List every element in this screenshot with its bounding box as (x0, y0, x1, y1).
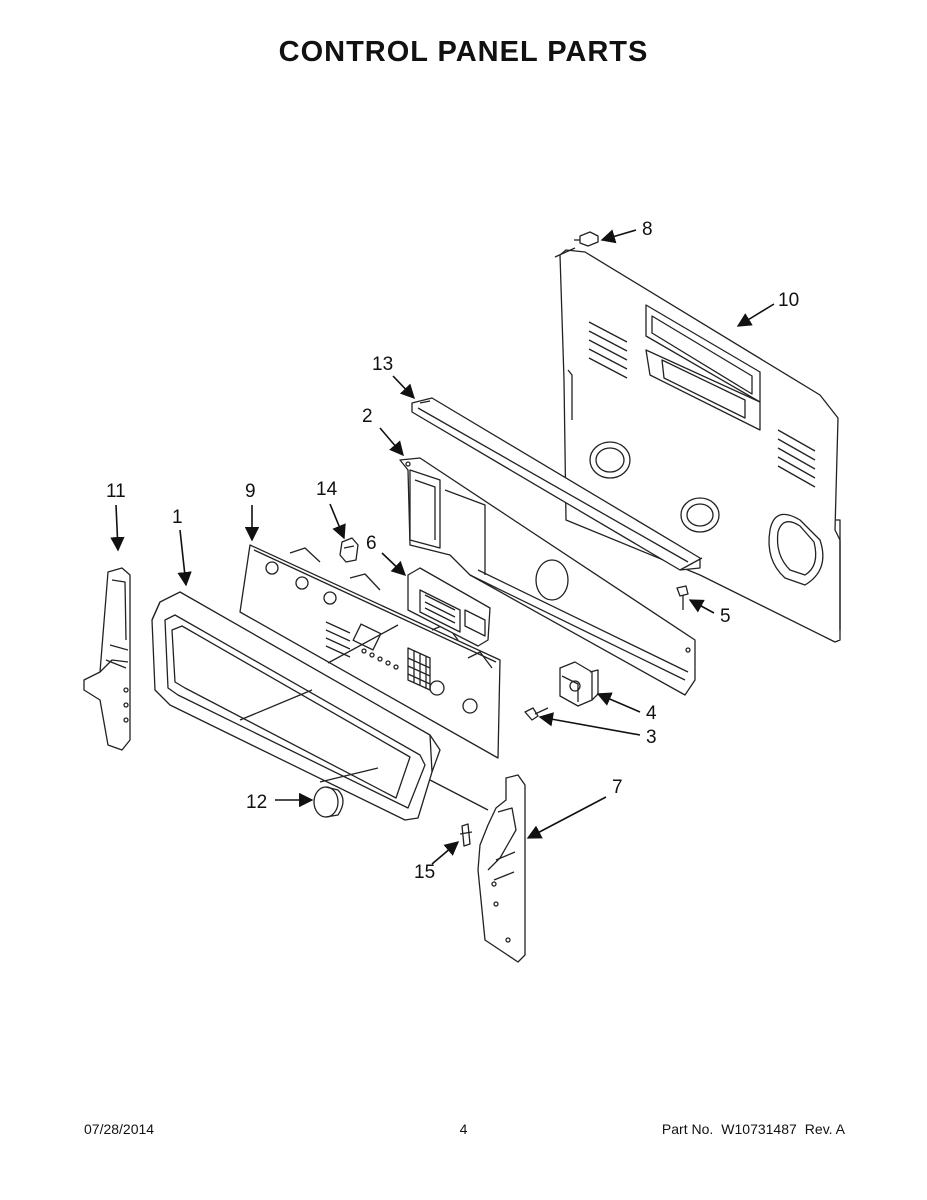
console-frame (151, 591, 441, 821)
callout-5: 5 (720, 606, 731, 627)
relay-switch (559, 661, 599, 707)
electronic-control-board (407, 567, 491, 647)
left-side-bracket (83, 567, 131, 751)
callout-6: 6 (366, 533, 377, 554)
callout-11: 11 (106, 481, 126, 502)
screw-part-3 (524, 707, 549, 721)
control-panel-faceplate (239, 544, 501, 759)
callout-2: 2 (362, 406, 373, 427)
callout-4: 4 (646, 703, 657, 724)
page-title: CONTROL PANEL PARTS (278, 36, 649, 68)
part-number-value: W10731487 (721, 1121, 797, 1137)
callout-8: 8 (642, 219, 653, 240)
footer-part-number: Part No. W10731487 Rev. A (662, 1121, 845, 1137)
control-panel-backing (399, 457, 696, 696)
control-knob (313, 786, 344, 818)
part-number-label: Part No. (661, 1121, 714, 1137)
rear-cover-panel (554, 247, 841, 643)
footer-date: 07/28/2014 (84, 1121, 155, 1137)
callout-14: 14 (316, 479, 338, 500)
callout-15: 15 (414, 862, 435, 883)
callout-arrows (110, 229, 775, 865)
screw-part-5 (676, 585, 689, 610)
callout-1: 1 (172, 507, 183, 528)
footer-page-number: 4 (459, 1121, 468, 1137)
screw-part-8 (574, 231, 599, 247)
right-side-bracket (477, 774, 526, 963)
callout-10: 10 (778, 290, 799, 311)
small-switch (339, 537, 359, 563)
bracket-strip (411, 397, 703, 571)
assembly-lines (239, 624, 489, 811)
callout-9: 9 (245, 481, 256, 502)
small-clip (459, 823, 473, 847)
callout-12: 12 (246, 792, 267, 813)
revision-label: Rev. A (804, 1121, 845, 1137)
callout-3: 3 (646, 727, 657, 748)
callout-13: 13 (372, 354, 393, 375)
vent-slots-right (777, 429, 816, 488)
callout-labels: 8 10 13 2 11 1 9 14 6 5 4 3 7 12 15 (106, 219, 799, 883)
vent-slots-left (588, 321, 628, 379)
callout-7: 7 (612, 777, 623, 798)
